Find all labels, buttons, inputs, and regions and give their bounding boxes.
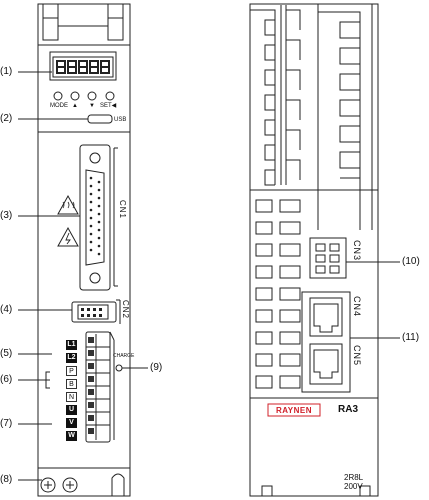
cn4-port: [309, 297, 343, 337]
brand-plate: [267, 403, 321, 417]
front-housing: [37, 3, 131, 497]
down-key: [87, 91, 97, 101]
terminal-l1: L1: [66, 340, 77, 350]
cn3-label: CN3: [352, 240, 362, 262]
mode-key-label: MODE: [50, 103, 68, 109]
callout-6: (6): [0, 374, 13, 385]
ground-screw-2: [62, 477, 78, 493]
mode-key: [53, 91, 63, 101]
rating-line-2: 200V: [344, 482, 363, 491]
cn3-connector: [309, 237, 347, 279]
callout-11: (11): [402, 332, 420, 343]
callout-5: (5): [0, 348, 13, 359]
down-key-label: ▼: [89, 103, 95, 109]
charge-label: CHARGE: [113, 353, 135, 359]
model-label: RA3: [338, 404, 359, 415]
cn1-label: CN1: [118, 200, 127, 220]
terminal-l2: L2: [66, 353, 77, 363]
electric-shock-warning: [57, 226, 79, 247]
hot-surface-warning: [57, 194, 79, 215]
cn2-label: CN2: [121, 300, 130, 320]
cn1-pins: [89, 176, 101, 256]
usb-label: USB: [114, 117, 127, 123]
terminal-b: B: [66, 379, 77, 389]
callout-9: (9): [150, 362, 163, 373]
cn4-label: CN4: [352, 296, 362, 318]
rating-line-1: 2R8L: [344, 473, 364, 482]
callout-8: (8): [0, 474, 13, 485]
side-housing: [249, 3, 379, 497]
terminal-w: W: [66, 431, 77, 441]
terminal-n: N: [66, 392, 77, 402]
charge-led: [115, 364, 123, 372]
callout-7: (7): [0, 418, 13, 429]
set-key: [105, 91, 115, 101]
callout-1: (1): [0, 66, 13, 77]
usb-port: [87, 114, 113, 124]
ground-screw-1: [40, 477, 56, 493]
terminal-u: U: [66, 405, 77, 415]
callout-2: (2): [0, 113, 13, 124]
terminal-v: V: [66, 418, 77, 428]
display-panel: [49, 51, 117, 81]
callout-3: (3): [0, 210, 13, 221]
up-key: [70, 91, 80, 101]
set-key-label: SET◀: [100, 103, 117, 109]
up-key-label: ▲: [72, 103, 78, 109]
terminal-block: [85, 331, 111, 443]
cn5-port: [309, 343, 343, 385]
cn2-connector: [71, 301, 117, 323]
callout-10: (10): [402, 256, 420, 267]
cn5-label: CN5: [352, 345, 362, 367]
terminal-p: P: [66, 366, 77, 376]
callout-4: (4): [0, 304, 13, 315]
cn1-frame: [79, 144, 111, 291]
brand-logo: RAYNEN: [275, 406, 313, 415]
